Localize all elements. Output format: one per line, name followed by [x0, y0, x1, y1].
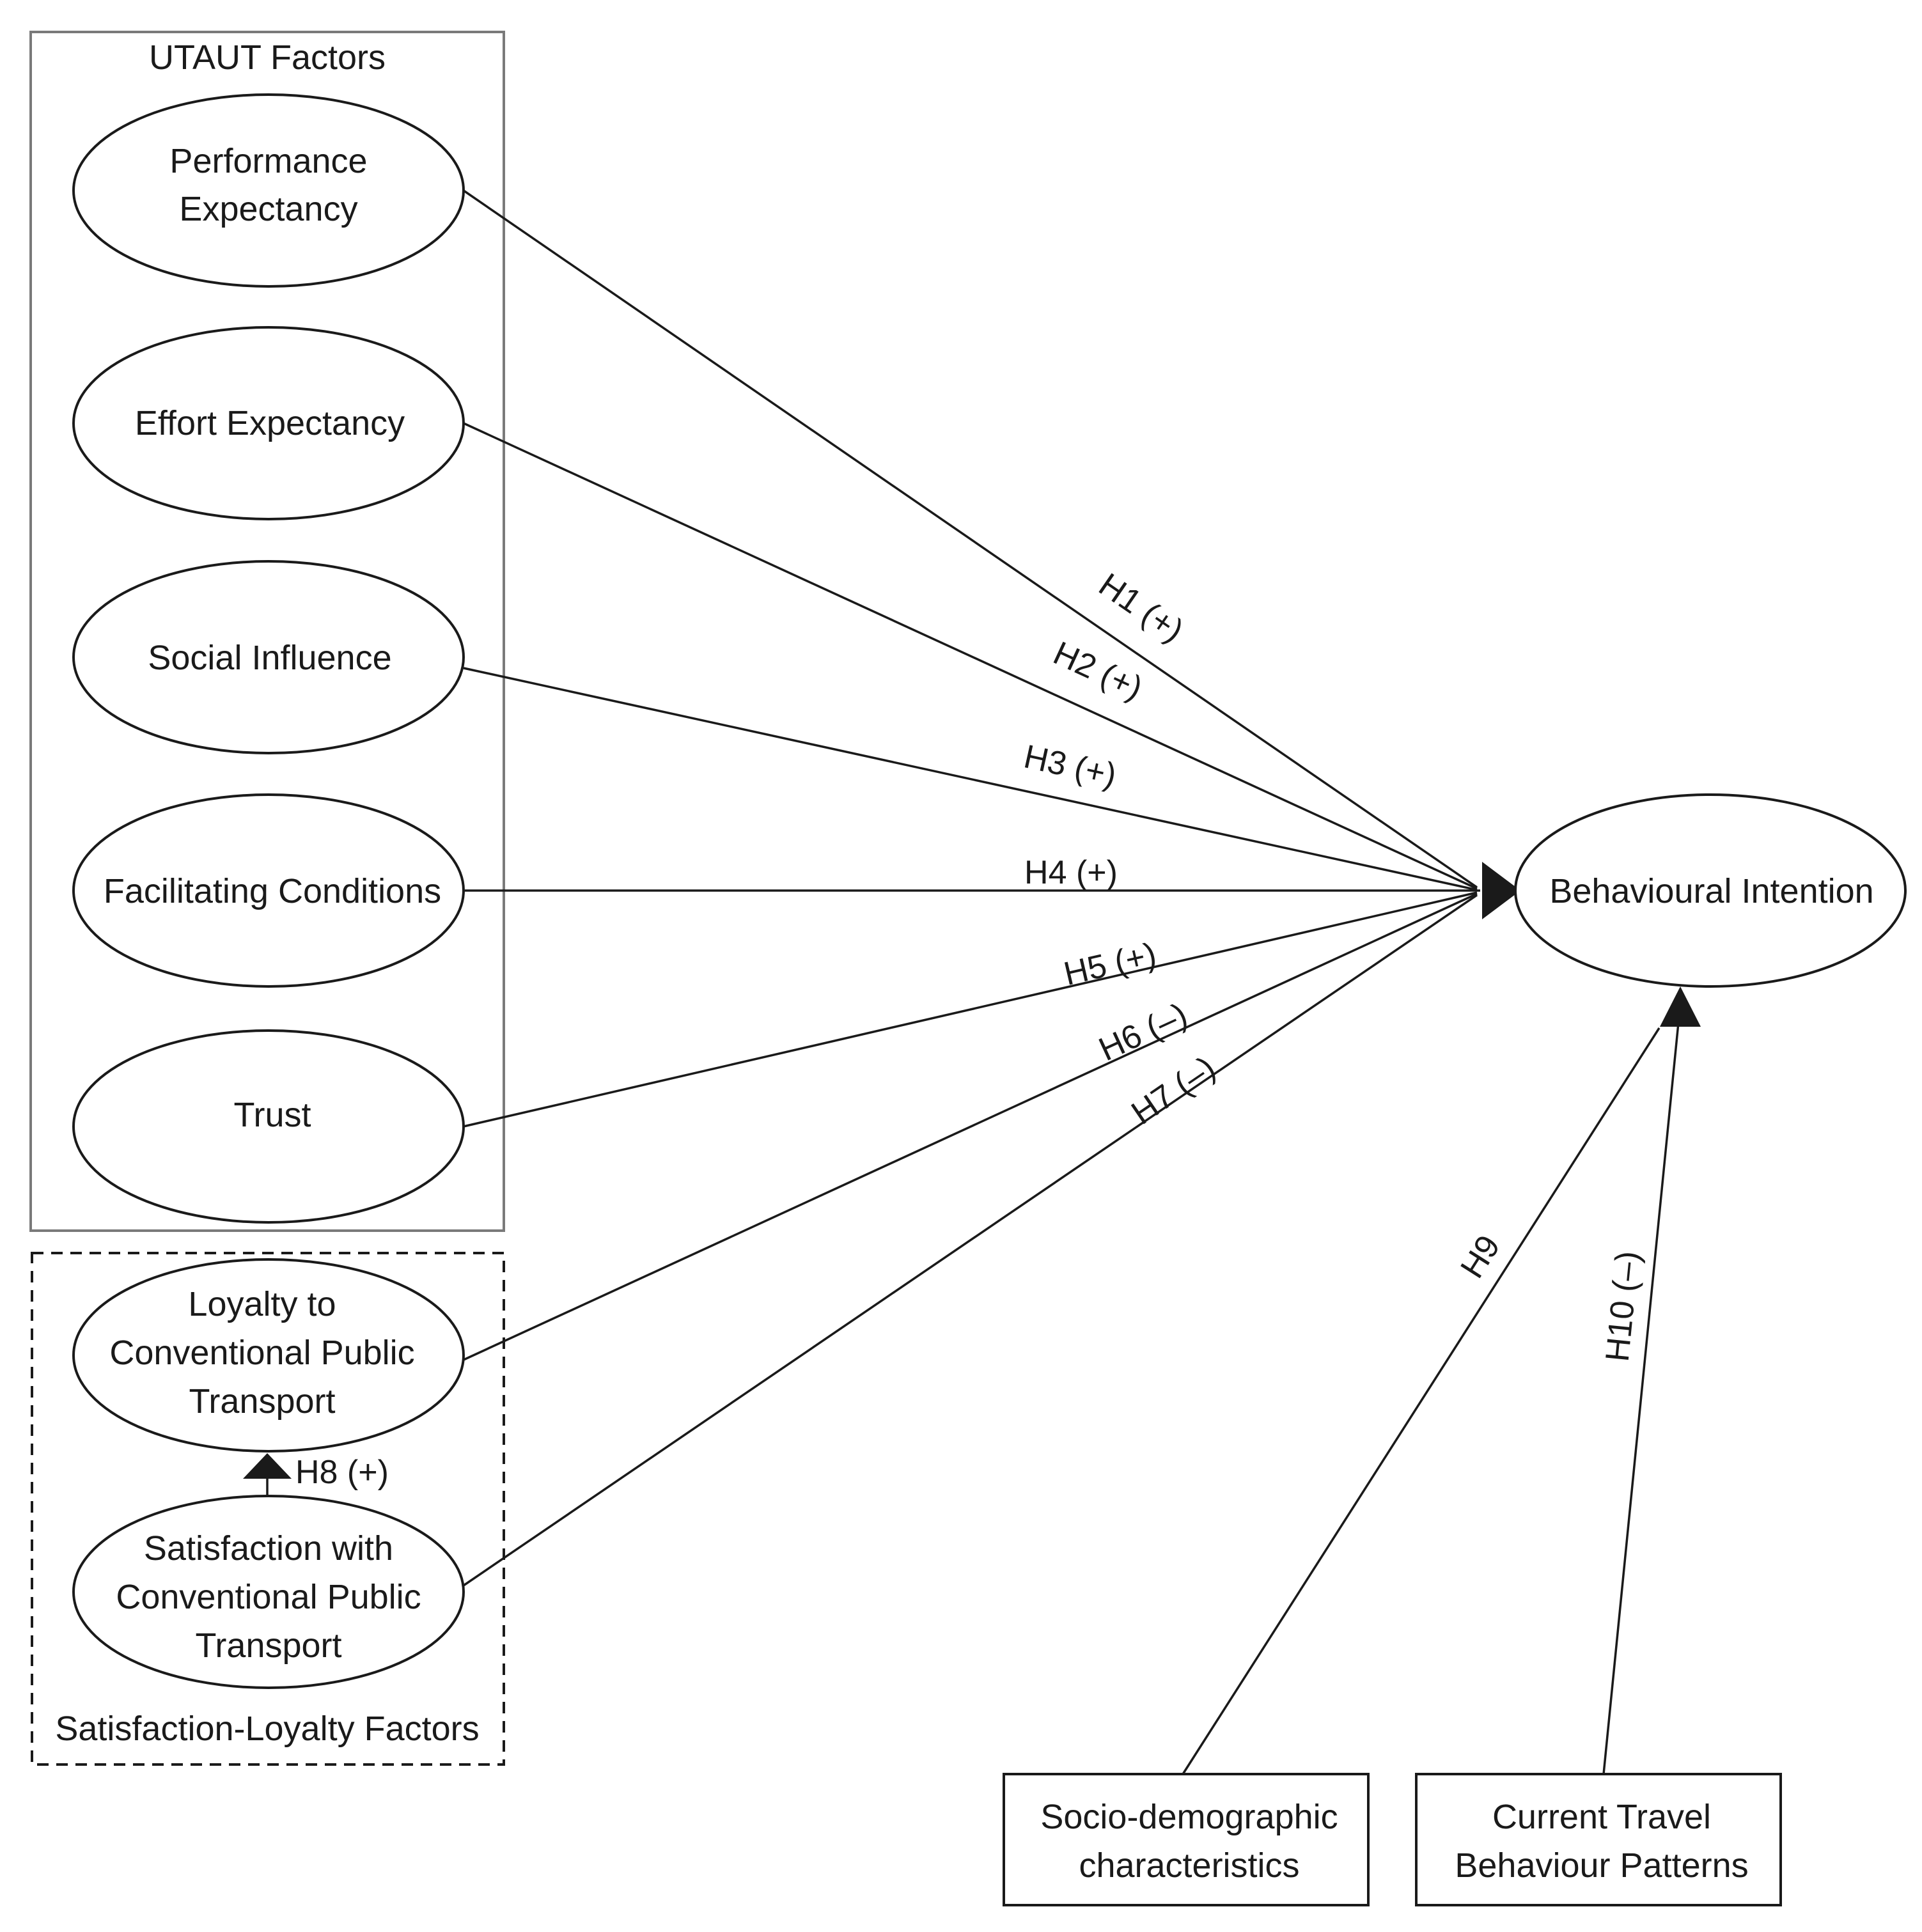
edge-label-h10: H10 (–) [1599, 1249, 1647, 1363]
node-current-travel-line-1: Current Travel [1492, 1798, 1711, 1836]
node-socio-demographic-line-1: Socio-demographic [1040, 1798, 1338, 1836]
edge-h3 [463, 667, 1478, 891]
edge-label-h4: H4 (+) [1024, 854, 1118, 891]
node-socio-demographic-characteristics: Socio-demographic characteristics [1003, 1773, 1370, 1906]
node-behavioural-intention-line-1: Behavioural Intention [1549, 872, 1873, 910]
node-satisfaction-conventional-public-transport: Satisfaction with Conventional Public Tr… [72, 1495, 465, 1689]
utaut-factors-group [29, 31, 505, 1232]
utaut-factors-title: UTAUT Factors [149, 38, 386, 77]
node-satisfaction-line-1: Satisfaction with [144, 1529, 393, 1568]
arrowhead-behavioural-intention-left [1482, 862, 1520, 919]
node-loyalty-line-2: Conventional Public [109, 1334, 414, 1372]
edge-label-h5: H5 (+) [1061, 936, 1160, 993]
node-trust-line-1: Trust [234, 1096, 311, 1134]
edge-h2 [463, 422, 1478, 890]
edge-h5 [463, 891, 1478, 1128]
node-facilitating-conditions-line-1: Facilitating Conditions [104, 872, 441, 910]
node-satisfaction-line-3: Transport [195, 1626, 341, 1665]
edge-label-h6: H6 (–) [1093, 996, 1193, 1068]
edge-label-h7: H7 (–) [1125, 1049, 1222, 1132]
node-performance-expectancy: Performance Expectancy [72, 93, 465, 288]
node-social-influence: Social Influence [72, 560, 465, 754]
node-facilitating-conditions: Facilitating Conditions [72, 793, 465, 988]
edge-h10 [1602, 1022, 1680, 1775]
edge-h1 [463, 189, 1478, 889]
node-loyalty-line-1: Loyalty to [188, 1285, 336, 1323]
node-effort-expectancy-line-1: Effort Expectancy [135, 404, 405, 442]
node-current-travel-line-2: Behaviour Patterns [1455, 1846, 1748, 1885]
node-behavioural-intention: Behavioural Intention [1514, 793, 1907, 988]
node-current-travel-behaviour-patterns: Current Travel Behaviour Patterns [1415, 1773, 1782, 1906]
arrowhead-behavioural-intention-bottom [1660, 986, 1701, 1027]
node-performance-expectancy-line-1: Performance [169, 142, 367, 180]
node-loyalty-line-3: Transport [189, 1382, 335, 1421]
edge-label-h3: H3 (+) [1020, 738, 1120, 794]
edge-label-h1: H1 (+) [1092, 566, 1190, 650]
satisfaction-loyalty-title: Satisfaction-Loyalty Factors [55, 1710, 479, 1748]
arrowhead-loyalty [243, 1453, 292, 1479]
edge-h7 [463, 894, 1478, 1587]
node-satisfaction-line-2: Conventional Public [116, 1578, 421, 1616]
edge-label-h2: H2 (+) [1048, 635, 1148, 708]
edge-label-h8: H8 (+) [295, 1454, 389, 1491]
node-trust: Trust [72, 1029, 465, 1224]
edge-h9 [1182, 1027, 1660, 1775]
node-effort-expectancy: Effort Expectancy [72, 326, 465, 520]
node-performance-expectancy-line-2: Expectancy [179, 190, 357, 228]
node-social-influence-line-1: Social Influence [148, 639, 391, 677]
satisfaction-loyalty-group [31, 1252, 505, 1766]
edge-h6 [463, 892, 1478, 1361]
node-loyalty-conventional-public-transport: Loyalty to Conventional Public Transport [72, 1258, 465, 1453]
node-socio-demographic-line-2: characteristics [1079, 1846, 1299, 1885]
